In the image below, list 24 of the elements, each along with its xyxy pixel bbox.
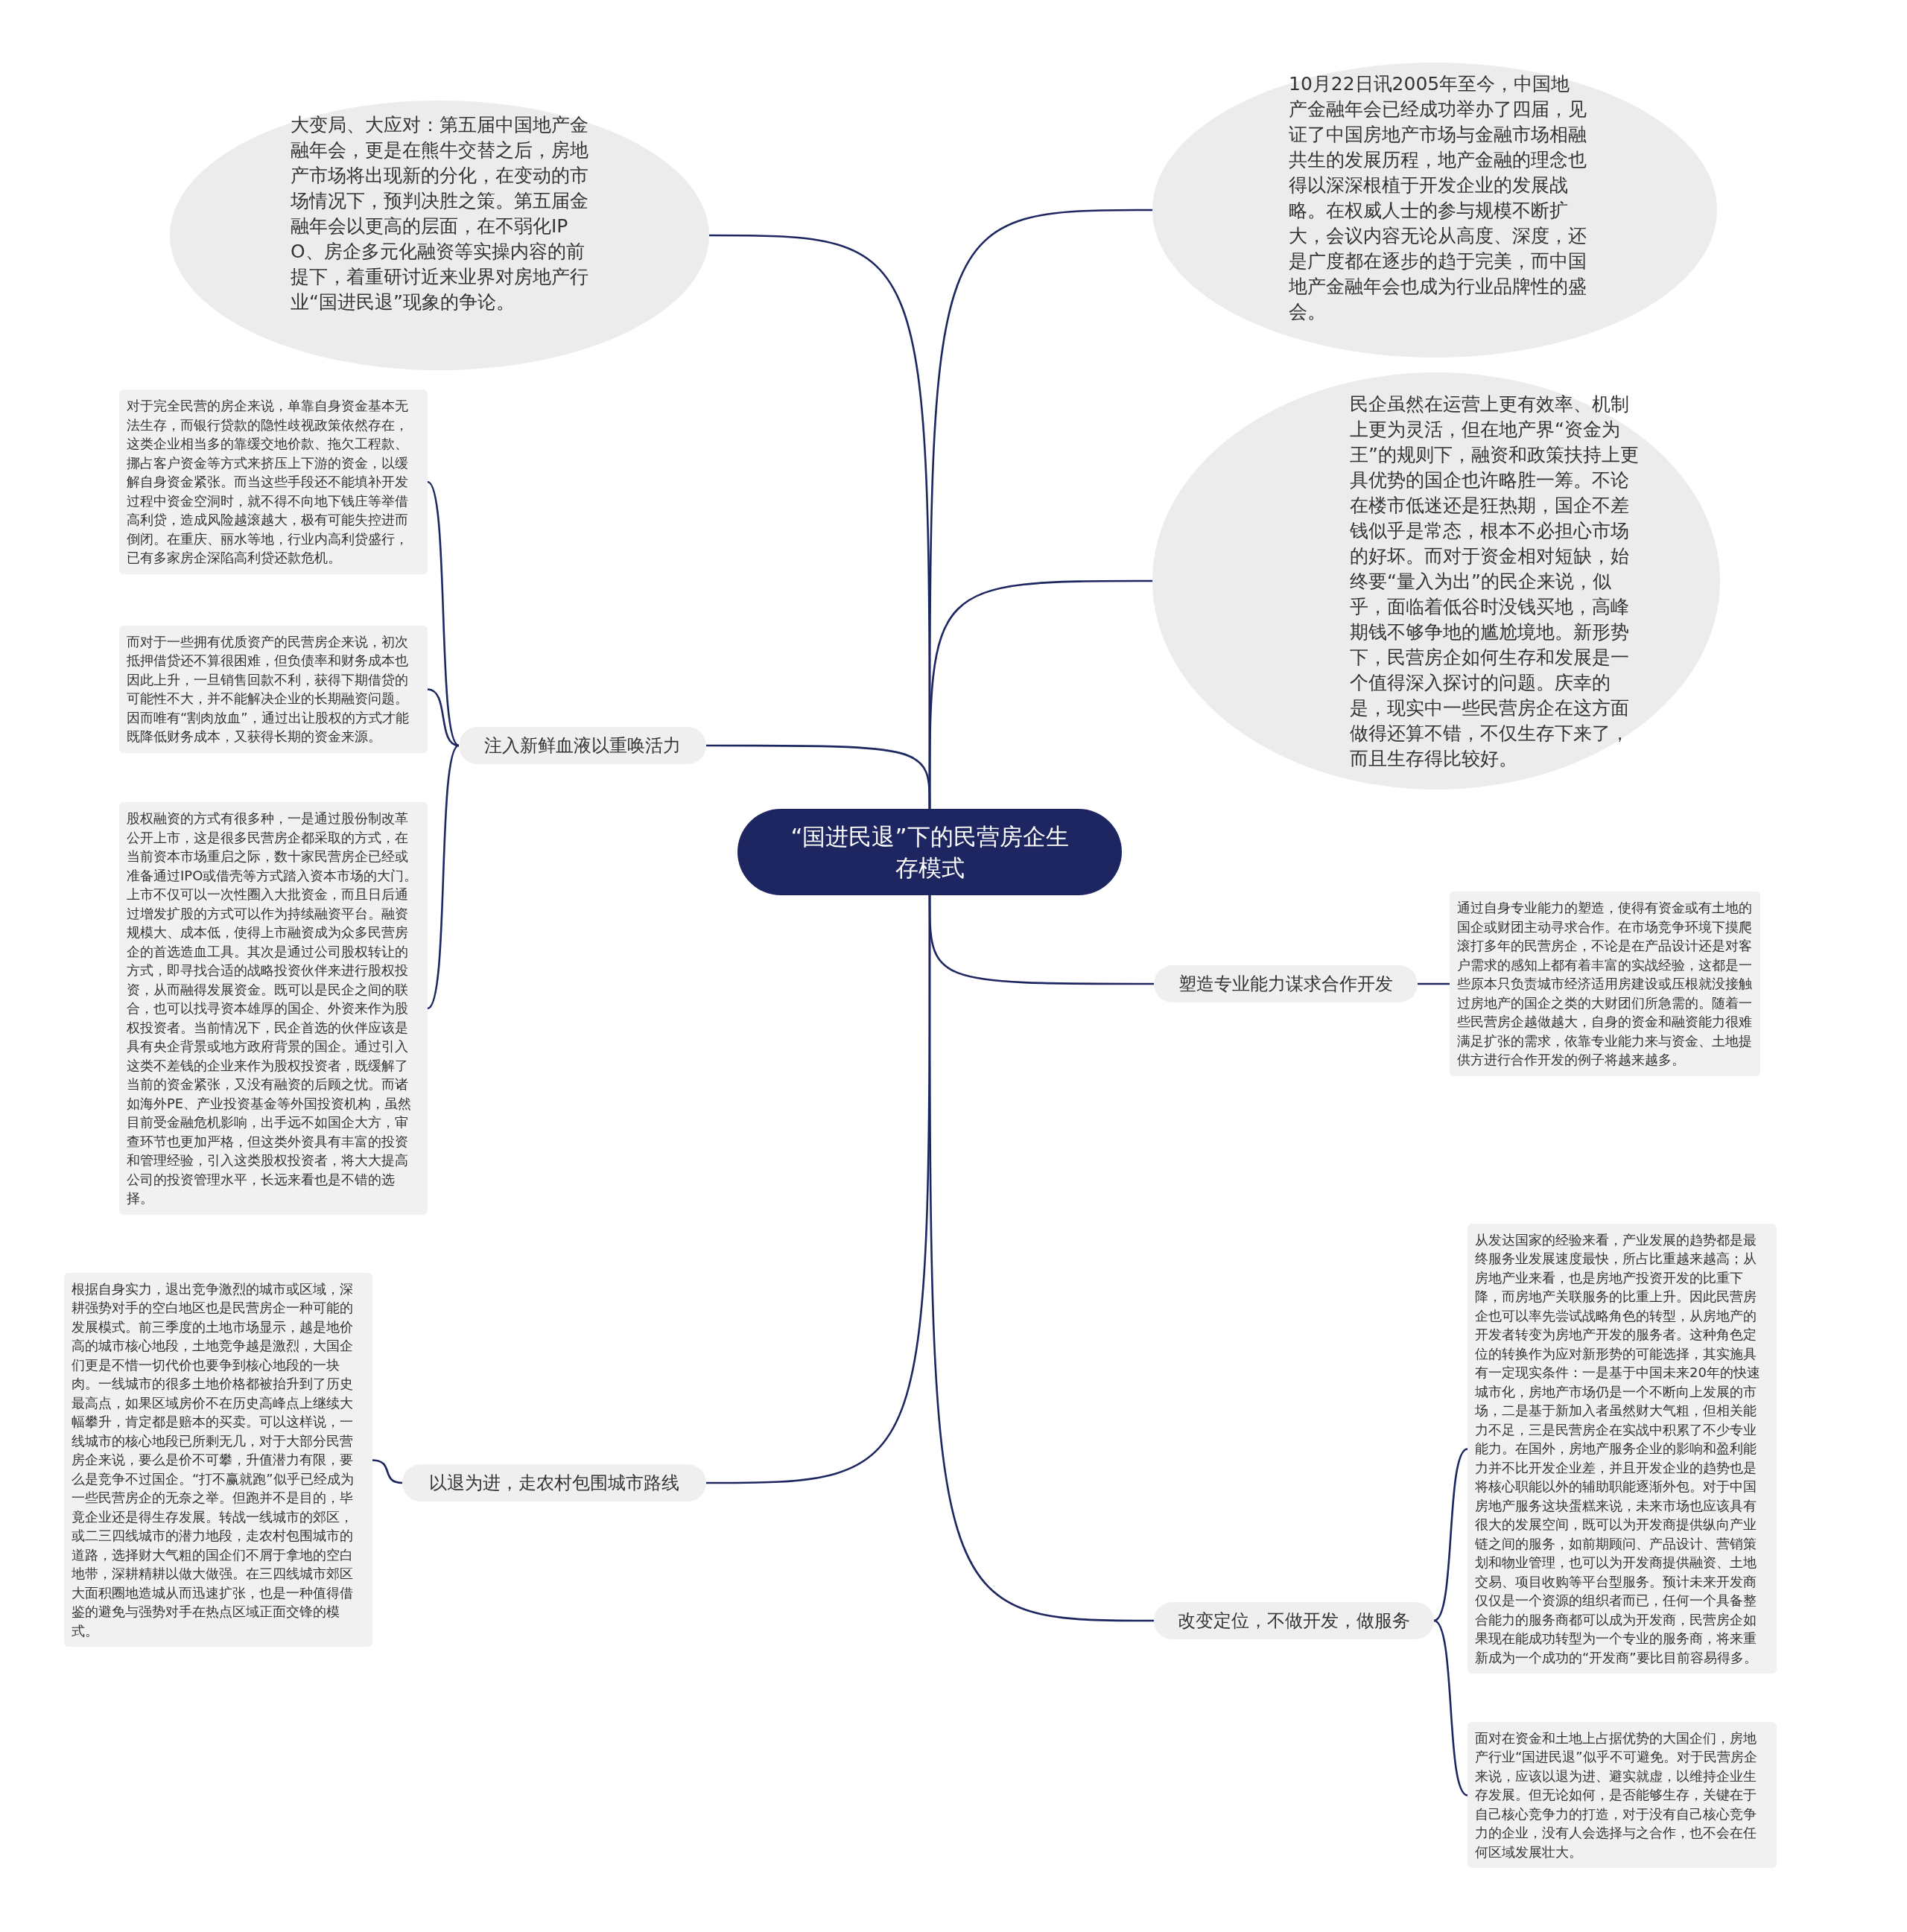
note-box: 对于完全民营的房企来说，单靠自身资金基本无法生存，而银行贷款的隐性歧视政策依然存在，这类企业相当多的靠缓交地价款、拖欠工程款、挪占客户资金等方式来挤压上下游的资金，以缓解自身资金紧张。而当这些手段还不能填补开发过程中资金空洞时，就不得不向地下钱庄等举借高利贷，造成风险越滚越大，极有可能失控进而倒闭。在重庆、丽水等地，行业内高利贷盛行，已有多家房企深陷高利贷还款危机。: [119, 390, 428, 574]
note-box: 通过自身专业能力的塑造，使得有资金或有土地的国企或财团主动寻求合作。在市场竞争环境下摸爬滚打多年的民营房企，不论是在产品设计还是对客户需求的感知上都有着丰富的实战经验，这都是一些原本只负责城市经济适用房建设或压根就没接触过房地产的国企之类的大财团们所急需的。随着一些民营房企越做越大，自身的资金和融资能力很难满足扩张的需求，依靠专业能力来与资金、土地提供方进行合作开发的例子将越来越多。: [1450, 892, 1760, 1076]
topic-bubble: 民企虽然在运营上更有效率、机制上更为灵活，但在地产界“资金为王”的规则下，融资和政策扶持上更具优势的国企也许略胜一筹。不论在楼市低迷还是狂热期，国企不差钱似乎是常态，根本不必担心市场的好坏。而对于资金相对短缺，始终要“量入为出”的民企来说，似乎，面临着低谷时没钱买地，高峰期钱不够争地的尴尬境地。新形势下，民营房企如何生存和发展是一个值得深入探讨的问题。庆幸的是，现实中一些民营房企在这方面做得还算不错，不仅生存下来了，而且生存得比较好。: [1152, 372, 1720, 789]
note-box: 面对在资金和土地上占据优势的大国企们，房地产行业“国进民退”似乎不可避免。对于民营房企来说，应该以退为进、避实就虚，以维持企业生存发展。但无论如何，是否能够生存，关键在于自己核心竞争力的打造，对于没有自己核心竞争力的企业，没有人会选择与之合作，也不会在任何区域发展壮大。: [1467, 1721, 1777, 1868]
branch-topic: 塑造专业能力谋求合作开发: [1154, 965, 1418, 1002]
connector-line: [427, 688, 460, 747]
note-box: 根据自身实力，退出竞争激烈的城市或区域，深耕强势对手的空白地区也是民营房企一种可能的发展模式。前三季度的土地市场显示，越是地价高的城市核心地段，土地竞争越是激烈，大国企们更是不惜一切代价也要争到核心地段的一块肉。一线城市的很多土地价格都被抬升到了历史最高点，如果区域房价不在历史高峰点上继续大幅攀升，肯定都是赔本的买卖。可以这样说，一线城市的核心地段已所剩无几，对于大部分民营房企来说，要么是价不可攀，升值潜力有限，要么是竞争不过国企。“打不赢就跑”似乎已经成为一些民营房企的无奈之举。但跑并不是目的，毕竟企业还是得生存发展。转战一线城市的郊区，或二三四线城市的潜力地段，走农村包围城市的道路，选择财大气粗的国企们不屑于拿地的空白地带，深耕精耕以做大做强。在三四线城市郊区大面积圈地造城从而迅速扩张，也是一种值得借鉴的避免与强势对手在热点区域正面交锋的模式。: [64, 1272, 372, 1647]
connector-line: [1433, 1448, 1468, 1622]
connector-line: [706, 744, 931, 809]
connector-line: [928, 895, 1154, 1622]
topic-bubble: 10月22日讯2005年至今，中国地产金融年会已经成功举办了四届，见证了中国房地产市场与金融市场相融共生的发展历程，地产金融的理念也得以深深根植于开发企业的发展战略。在权威人士的参与规模不断扩大，会议内容无论从高度、深度，还是广度都在逐步的趋于完美，而中国地产金融年会也成为行业品牌性的盛会。: [1152, 63, 1717, 358]
branch-topic: 改变定位，不做开发，做服务: [1154, 1602, 1434, 1639]
connector-line: [1433, 1619, 1468, 1796]
note-box: 股权融资的方式有很多种，一是通过股份制改革公开上市，这是很多民营房企都采取的方式，在当前资本市场重启之际，数十家民营房企已经或准备通过IPO或借壳等方式踏入资本市场的大门。上市不仅可以一次性圈入大批资金，而且日后通过增发扩股的方式可以作为持续融资平台。融资规模大、成本低，使得上市融资成为众多民营房企的首选造血工具。其次是通过公司股权转让的方式，即寻找合适的战略投资伙伴来进行股权投资，从而融得发展资金。既可以是民企之间的联合，也可以找寻资本雄厚的国企、外资来作为股权投资者。当前情况下，民企首选的伙伴应该是具有央企背景或地方政府背景的国企。通过引入这类不差钱的企业来作为股权投资者，既缓解了当前的资金紧张，又没有融资的后顾之忧。而诸如海外PE、产业投资基金等外国投资机构，虽然目前受金融危机影响，出手远不如国企大方，审查环节也更加严格，但这类外资具有丰富的投资和管理经验，引入这类股权投资者，将大大提高公司的投资管理水平，长远来看也是不错的选择。: [119, 802, 428, 1215]
connector-line: [427, 745, 460, 1009]
topic-bubble: 大变局、大应对：第五届中国地产金融年会，更是在熊牛交替之后，房地产市场将出现新的分化，在变动的市场情况下，预判决胜之策。第五届金融年会以更高的层面，在不弱化IPO、房企多元化融资等实操内容的前提下，着重研讨近来业界对房地产行业“国进民退”现象的争论。: [170, 101, 709, 370]
connector-line: [1418, 982, 1450, 985]
central-topic: “国进民退”下的民营房企生存模式: [737, 809, 1122, 895]
note-box: 从发达国家的经验来看，产业发展的趋势都是最终服务业发展速度最快，所占比重越来越高；从房地产业来看，也是房地产投资开发的比重下降，而房地产关联服务的比重上升。因此民营房企也可以率先尝试战略角色的转型，从房地产的开发者转变为房地产开发的服务者。这种角色定位的转换作为应对新形势的可能选择，其实施具有一定现实条件：一是基于中国未来20年的快速城市化，房地产市场仍是一个不断向上发展的市场，二是基于新加入者虽然财大气粗，但相关能力不足，三是民营房企在实战中积累了不少专业能力。在国外，房地产服务企业的影响和盈利能力并不比开发企业差，并且开发企业的趋势也是将核心职能以外的辅助职能逐渐外包。对于中国房地产服务这块蛋糕来说，未来市场也应该具有很大的发展空间，既可以为开发商提供纵向产业链之间的服务，如前期顾问、产品设计、营销策划和物业管理，也可以为开发商提供融资、土地交易、项目收购等平台型服务。预计未来开发商仅仅是一个资源的组织者而已，任何一个具备整合能力的服务商都可以成为开发商，民营房企如果现在能成功转型为一个专业的服务商，将来重新成为一个成功的“开发商”要比目前容易得多。: [1467, 1223, 1777, 1674]
connector-line: [372, 1459, 403, 1484]
connector-line: [427, 481, 460, 746]
branch-topic: 注入新鲜血液以重唤活力: [459, 727, 706, 764]
branch-topic: 以退为进，走农村包围城市路线: [402, 1464, 706, 1502]
note-box: 而对于一些拥有优质资产的民营房企来说，初次抵押借贷还不算很困难，但负债率和财务成本也因此上升，一旦销售回款不利，获得下期借贷的可能性不大，并不能解决企业的长期融资问题。因而唯有“割肉放血”，通过出让股权的方式才能既降低财务成本，又获得长期的资金来源。: [119, 625, 428, 753]
